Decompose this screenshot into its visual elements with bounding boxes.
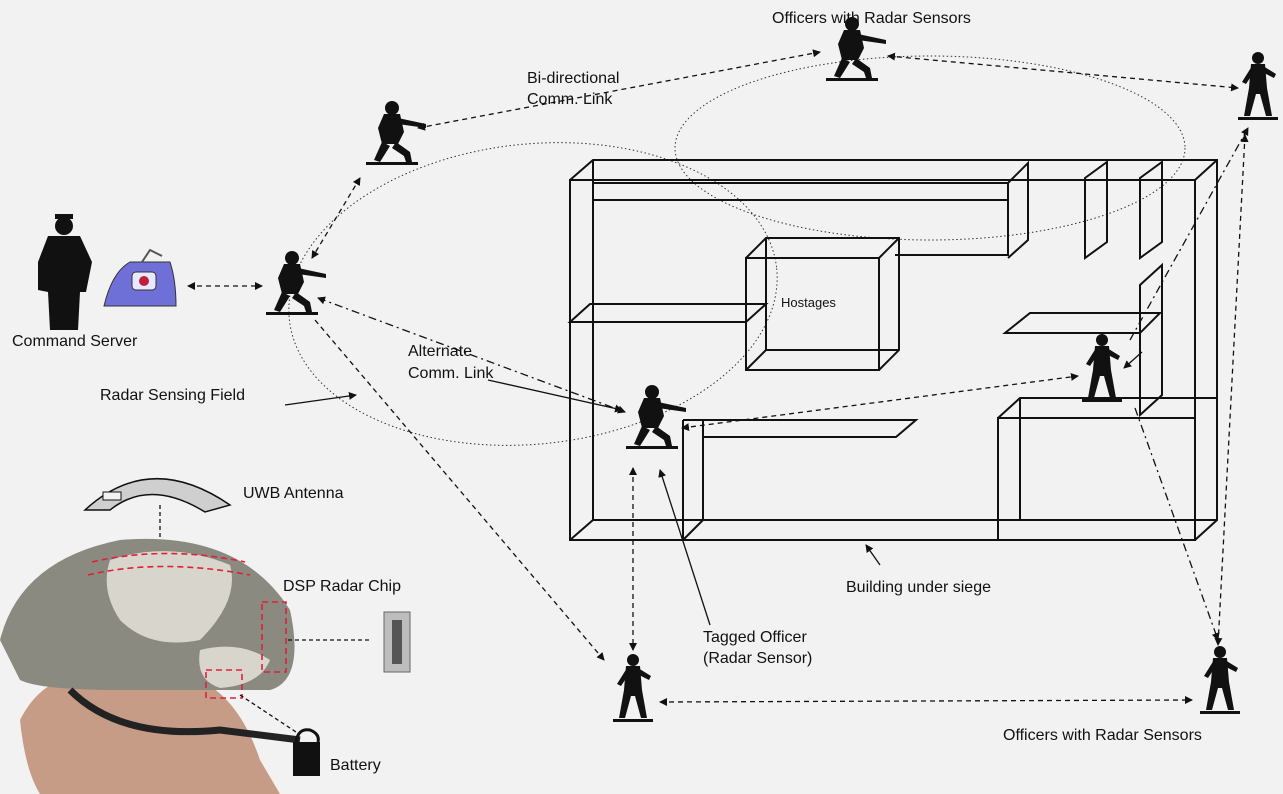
- soldier-icon-bottom-center: [613, 654, 653, 722]
- label-officers-top: Officers with Radar Sensors: [772, 10, 971, 27]
- label-radar-field: Radar Sensing Field: [100, 387, 245, 404]
- label-alternate-2: Comm. Link: [408, 365, 494, 382]
- label-battery: Battery: [330, 757, 381, 774]
- soldier-icon-top-right: [1238, 52, 1278, 120]
- pointer-lines: [284, 351, 1143, 626]
- battery-link: [239, 694, 297, 733]
- label-command-server: Command Server: [12, 333, 138, 350]
- helmet-highlights: [87, 552, 287, 699]
- label-tagged-1: Tagged Officer: [703, 629, 807, 646]
- radar-field-ellipse-left: [288, 142, 778, 446]
- soldier-icon-upper-left: [366, 101, 426, 165]
- label-bidirectional-2: Comm. Link: [527, 91, 613, 108]
- soldier-icon-left: [266, 251, 326, 315]
- label-alternate-1: Alternate: [408, 343, 473, 360]
- label-uwb-antenna: UWB Antenna: [243, 485, 344, 502]
- label-officers-bottom: Officers with Radar Sensors: [1003, 727, 1202, 744]
- soldier-icon-tagged: [626, 385, 686, 449]
- uwb-antenna-icon: [83, 478, 232, 513]
- building-interior-walls: [567, 160, 1217, 541]
- command-server-icon: [103, 248, 177, 307]
- battery-icon: [293, 728, 320, 776]
- soldier-icon-bottom-right: [1200, 646, 1240, 714]
- radar-field-ellipse-top: [674, 55, 1186, 241]
- label-hostages: Hostages: [781, 295, 836, 310]
- alt-links: [317, 127, 1249, 641]
- label-dsp-chip: DSP Radar Chip: [283, 578, 401, 595]
- label-bidirectional-1: Bi-directional: [527, 70, 620, 87]
- label-tagged-2: (Radar Sensor): [703, 650, 813, 667]
- comm-links: [187, 49, 1249, 706]
- label-building: Building under siege: [846, 579, 991, 596]
- commander-silhouette-icon: [38, 214, 92, 330]
- dsp-radar-chip-icon: [383, 611, 411, 673]
- helmet-icon: [0, 538, 301, 794]
- soldier-icon-hostage-room: [1082, 334, 1122, 402]
